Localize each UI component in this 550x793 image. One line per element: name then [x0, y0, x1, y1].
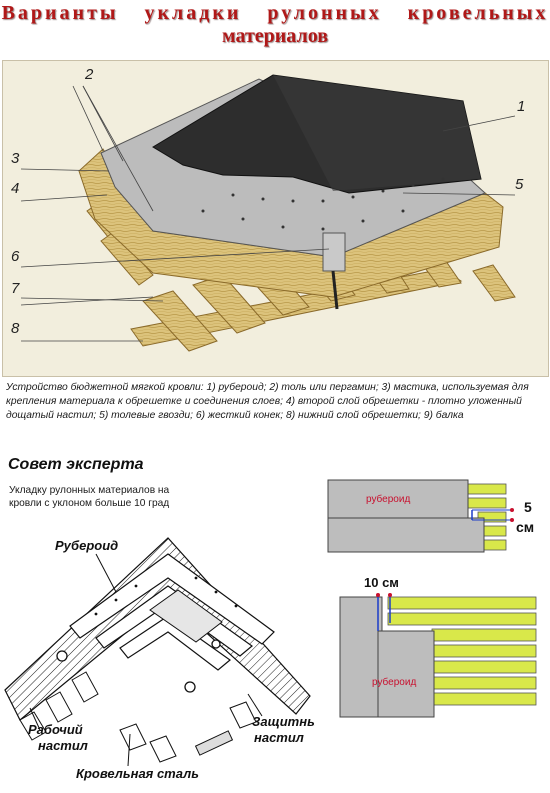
title-line-2: материалов [221, 25, 328, 47]
bottom-ruberoid-label: рубероид [372, 676, 416, 688]
figure-label-4: 4 [11, 180, 19, 197]
figure-caption: Устройство бюджетной мягкой кровли: 1) р… [6, 382, 529, 421]
overlap-5cm-diagram: рубероид 5 см [322, 476, 542, 556]
figure-label-3: 3 [11, 150, 20, 167]
label-roof-steel: Кровельная сталь [76, 766, 199, 781]
expert-text: Укладку рулонных материалов на кровли с … [9, 485, 170, 509]
bottom-dim-label: 10 см [364, 575, 399, 590]
roof-steel-svg: Рубероид Рабочий настил Защитный настил … [4, 537, 326, 781]
page-title: Варианты укладки рулонных кровельных мат… [0, 2, 550, 48]
expert-heading: Совет эксперта [8, 456, 144, 473]
figure-label-6: 6 [11, 248, 20, 265]
label-working-deck-1: Рабочий [28, 722, 83, 737]
leader-lines [20, 85, 516, 342]
label-working-deck-2: настил [38, 738, 88, 753]
figure-label-2: 2 [84, 66, 94, 83]
top-dim-unit: см [516, 519, 534, 535]
figure-label-5: 5 [515, 176, 524, 193]
roof-layers-svg: 1 2 3 4 5 6 7 8 [11, 66, 525, 352]
figure-label-1: 1 [517, 98, 525, 115]
roof-steel-diagram: Рубероид Рабочий настил Защитный настил … [0, 520, 326, 788]
roofing-nails [201, 177, 445, 231]
top-dim-value: 5 [524, 499, 532, 515]
roof-layers-figure: 1 2 3 4 5 6 7 8 [2, 60, 549, 377]
figure-label-8: 8 [11, 320, 20, 337]
ridge-board [322, 232, 346, 272]
label-protective-deck-2: настил [254, 730, 304, 745]
top-ruberoid-label: рубероид [366, 493, 410, 505]
overlap-10cm-svg: 10 см рубероид [339, 575, 537, 718]
figure-label-7: 7 [11, 280, 20, 297]
label-protective-deck-1: Защитный [252, 714, 315, 729]
title-line-1: Варианты укладки рулонных кровельных [1, 2, 549, 24]
label-ruberoid: Рубероид [55, 538, 118, 553]
overlap-10cm-diagram: 10 см рубероид [332, 575, 542, 720]
overlap-5cm-svg: рубероид 5 см [327, 479, 534, 553]
